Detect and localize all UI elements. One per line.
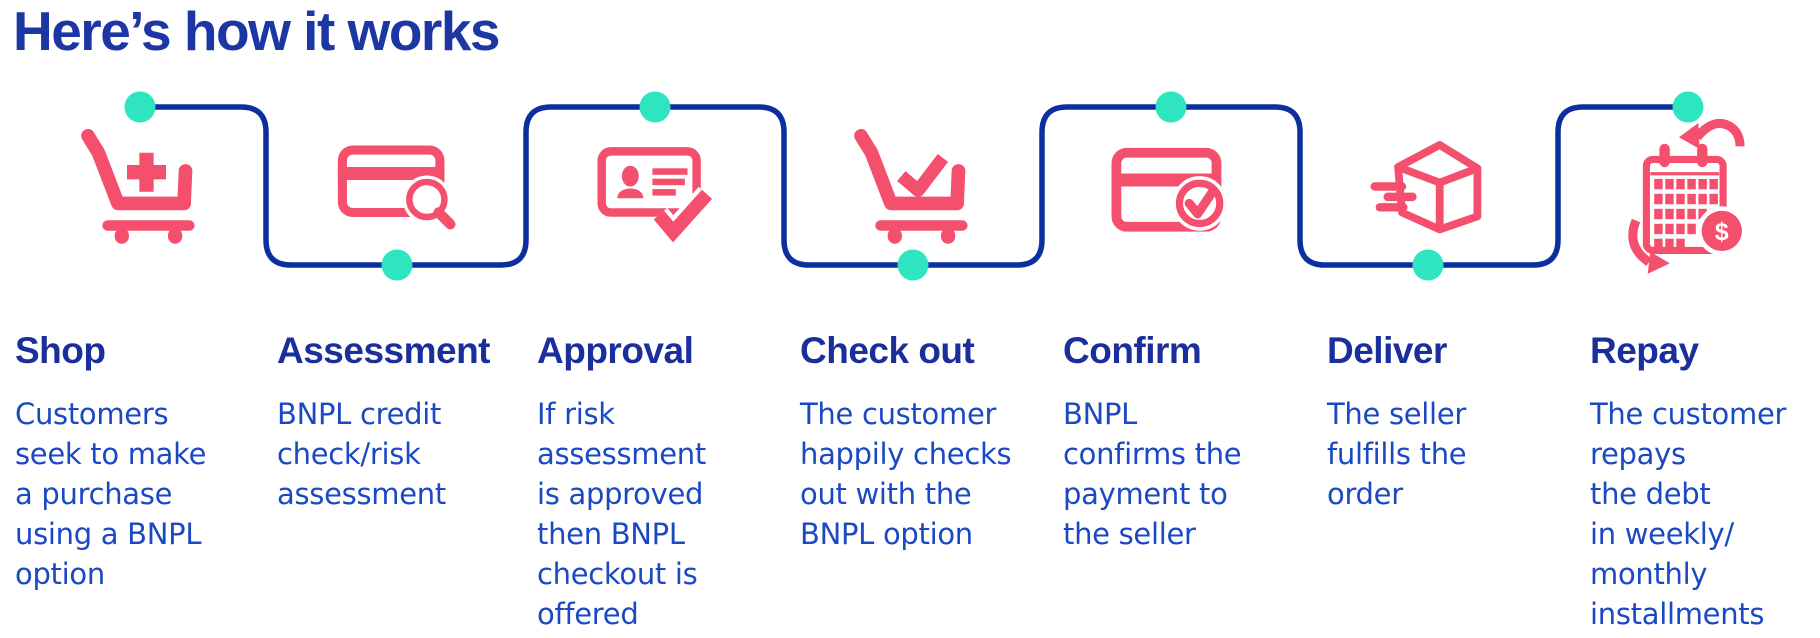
step-dot bbox=[124, 91, 156, 123]
step-description: The seller fulfills the order bbox=[1327, 397, 1467, 511]
calendar-repayment-icon: $ bbox=[1623, 110, 1753, 279]
step-description: The customer repays the debt in weekly/ … bbox=[1590, 397, 1787, 631]
step-title: Shop bbox=[15, 330, 106, 371]
check-glyph bbox=[653, 189, 713, 243]
step-confirm: Confirm BNPL confirms the payment to the… bbox=[1063, 331, 1303, 554]
cart-check-icon bbox=[848, 115, 978, 245]
step-dot bbox=[897, 249, 929, 281]
step-title: Assessment bbox=[277, 330, 491, 371]
dollar-badge bbox=[1701, 210, 1742, 252]
page-title: Here’s how it works bbox=[13, 0, 501, 62]
delivery-box-icon bbox=[1363, 115, 1493, 245]
step-dot bbox=[381, 249, 413, 281]
id-card-check-icon bbox=[590, 115, 720, 245]
step-title: Approval bbox=[537, 330, 694, 371]
calendar-grid bbox=[1654, 178, 1718, 250]
step-assessment: Assessment BNPL credit check/risk assess… bbox=[277, 331, 517, 514]
step-title: Deliver bbox=[1327, 330, 1447, 371]
step-dot bbox=[1672, 91, 1704, 123]
step-shop: Shop Customers seek to make a purchase u… bbox=[15, 331, 255, 594]
step-description: The customer happily checks out with the… bbox=[800, 397, 1012, 551]
step-dot bbox=[1155, 91, 1187, 123]
process-connector bbox=[124, 91, 1704, 281]
step-description: Customers seek to make a purchase using … bbox=[15, 397, 207, 591]
step-approval: Approval If risk assessment is approved … bbox=[537, 331, 777, 634]
step-description: If risk assessment is approved then BNPL… bbox=[537, 397, 706, 631]
card-check-icon bbox=[1106, 115, 1236, 245]
step-title: Repay bbox=[1590, 330, 1699, 371]
step-deliver: Deliver The seller fulfills the order bbox=[1327, 331, 1567, 514]
cycle-arrow bbox=[1628, 218, 1652, 266]
plus-glyph bbox=[127, 152, 166, 192]
person-glyph bbox=[621, 165, 639, 187]
step-description: BNPL confirms the payment to the seller bbox=[1063, 397, 1242, 551]
check-glyph bbox=[897, 153, 949, 197]
step-dot bbox=[639, 91, 671, 123]
dollar-symbol: $ bbox=[1715, 219, 1729, 246]
cart-plus-icon bbox=[75, 115, 205, 245]
step-check-out: Check out The customer happily checks ou… bbox=[800, 331, 1040, 554]
step-dot bbox=[1412, 249, 1444, 281]
step-title: Check out bbox=[800, 330, 975, 371]
cycle-arrow bbox=[1693, 118, 1745, 147]
step-title: Confirm bbox=[1063, 330, 1202, 371]
step-repay: Repay The customer repays the debt in we… bbox=[1590, 331, 1820, 634]
step-description: BNPL credit check/risk assessment bbox=[277, 397, 446, 511]
card-search-icon bbox=[332, 115, 462, 245]
